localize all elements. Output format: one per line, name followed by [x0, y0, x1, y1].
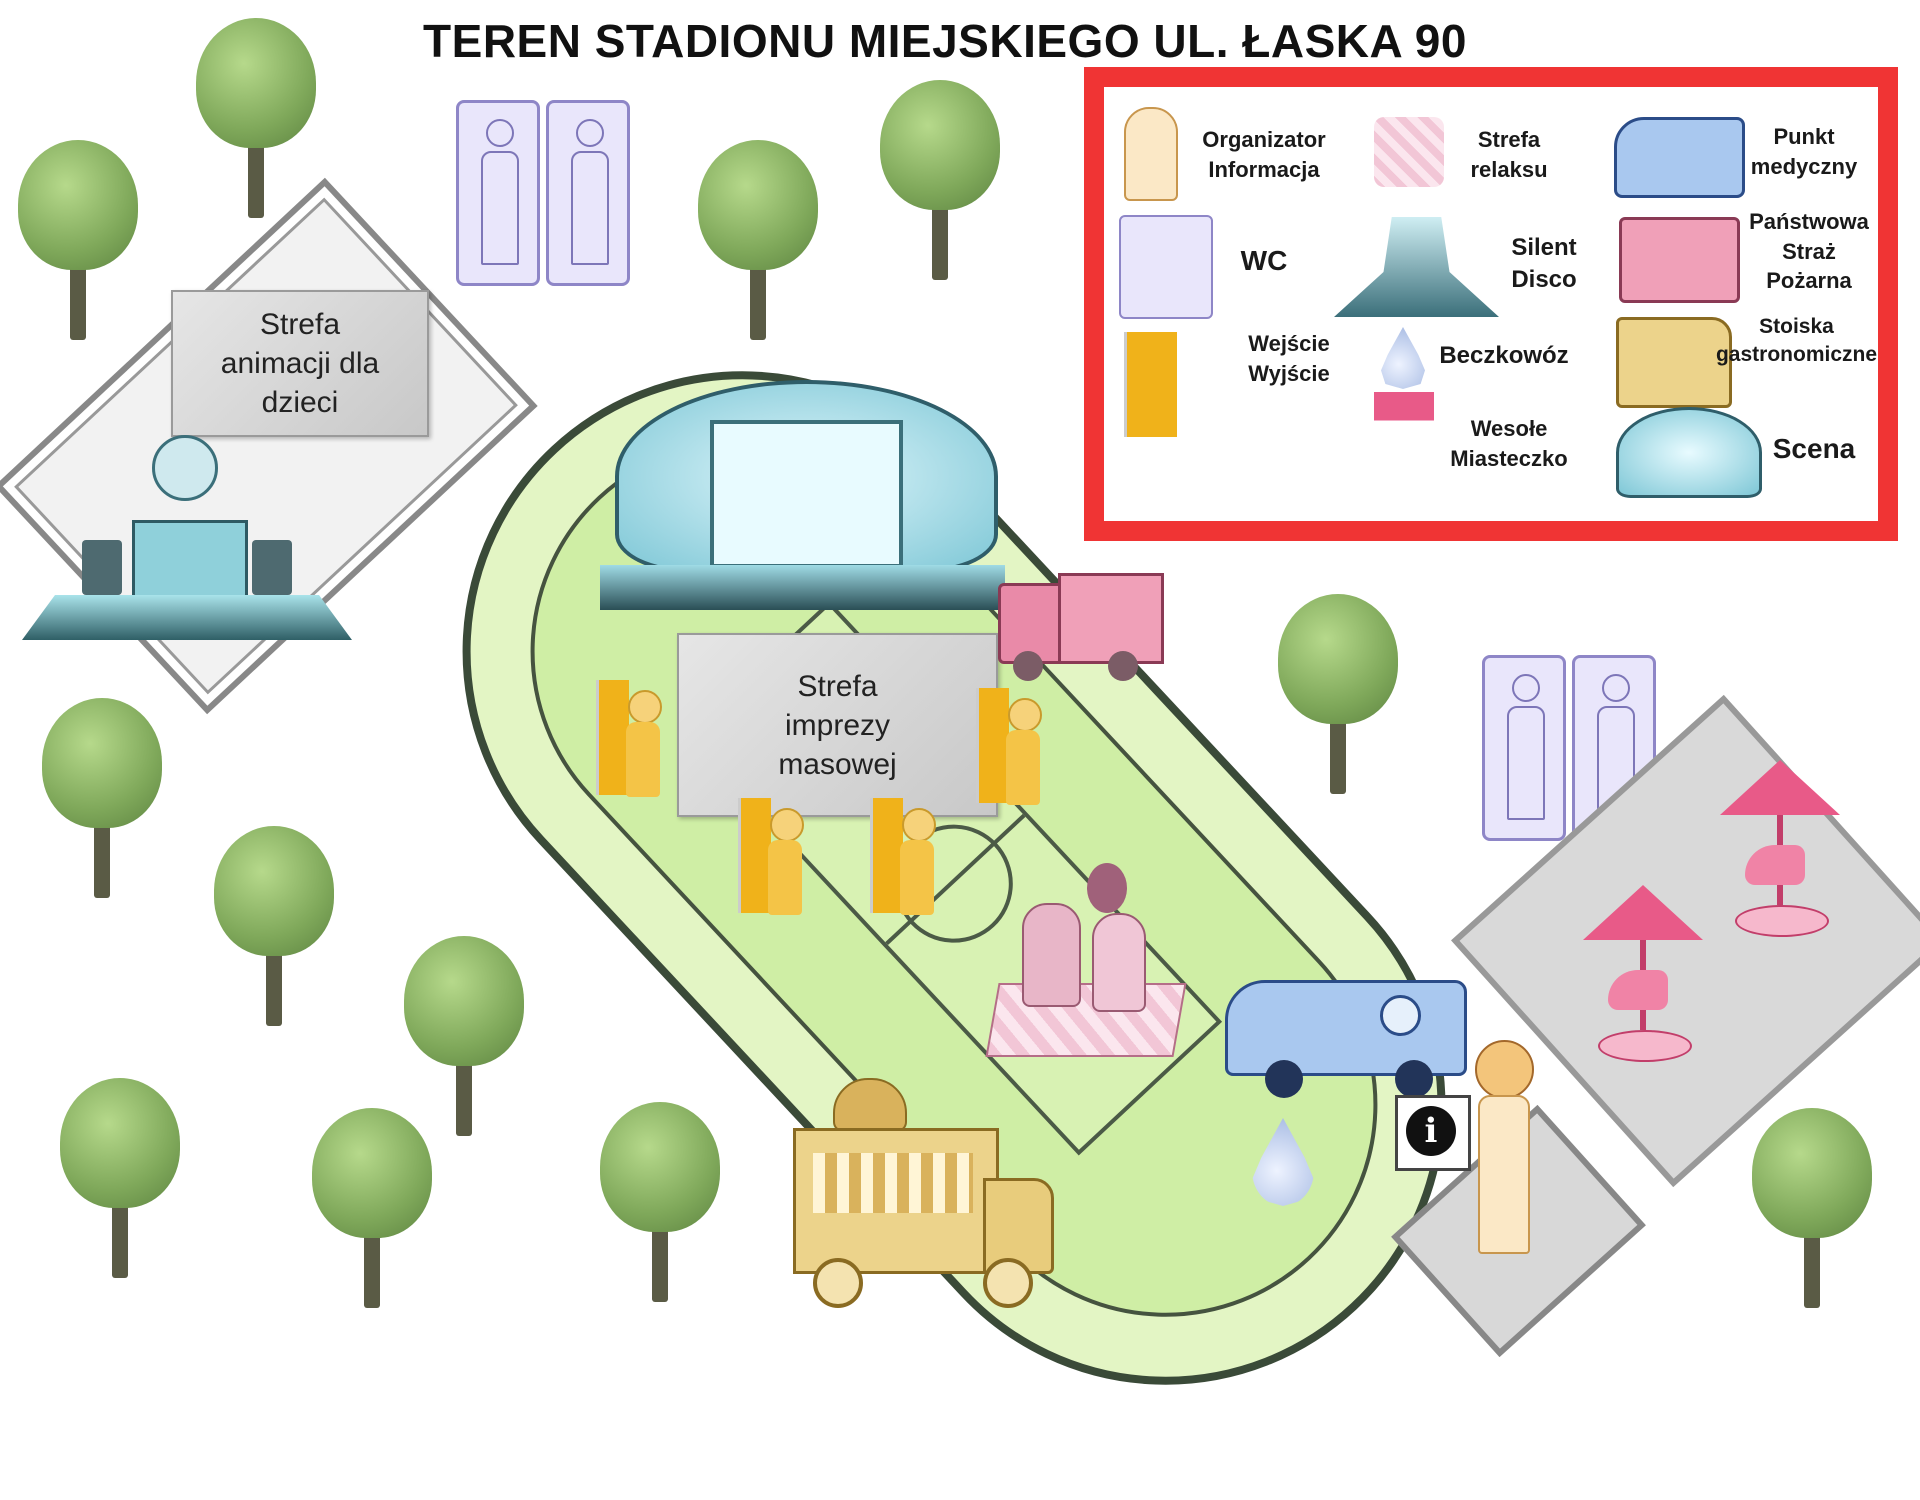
dj-icon: [1334, 217, 1499, 317]
info-girl-icon: [1124, 107, 1178, 201]
water-drop-icon: [1381, 327, 1425, 389]
legend-medical-label: Punkt medyczny: [1750, 124, 1858, 179]
organizer-girl-icon: [1475, 1040, 1534, 1099]
wc-male-icon: [1482, 655, 1566, 841]
legend-water-label: Beczkowóz: [1439, 342, 1569, 369]
tree-icon: [312, 1108, 432, 1308]
entrance-exit-door[interactable]: [588, 680, 678, 805]
legend-relax-label: Strefa relaksu: [1470, 127, 1548, 182]
ambulance[interactable]: [1225, 950, 1467, 1102]
picnic-icon: [1374, 117, 1444, 187]
kids-zone-label: Strefa animacji dla dzieci: [171, 290, 429, 437]
legend-organizer-label: Organizator Informacja: [1202, 127, 1326, 182]
fire-truck[interactable]: [998, 563, 1164, 685]
tree-icon: [698, 140, 818, 340]
burger-icon: [833, 1078, 907, 1132]
carousel-icon: [1374, 392, 1434, 487]
speaker-icon: [252, 540, 292, 595]
stage-icon: [1616, 407, 1762, 498]
legend-fair-label: Wesołe Miasteczko: [1450, 416, 1568, 471]
relax-zone-picnic[interactable]: [985, 863, 1187, 1059]
person-icon: [1092, 913, 1146, 1012]
fire-truck-icon: [1619, 217, 1740, 303]
tree-icon: [42, 698, 162, 898]
map-legend: Organizator Informacja Strefa relaksu Pu…: [1084, 67, 1898, 541]
carousel[interactable]: [1720, 760, 1840, 937]
legend-stage-label: Scena: [1772, 433, 1856, 464]
entrance-exit-door[interactable]: [862, 798, 952, 923]
wc-top[interactable]: [456, 100, 630, 286]
tree-icon: [1278, 594, 1398, 794]
tree-icon: [196, 18, 316, 218]
tree-icon: [214, 826, 334, 1026]
tree-icon: [404, 936, 524, 1136]
legend-food-label: Stoiska gastronomiczne: [1715, 315, 1878, 367]
tree-icon: [600, 1102, 720, 1302]
legend-fire-brigade-label: Państwowa Straż Pożarna: [1749, 209, 1869, 294]
silent-disco-dj[interactable]: [12, 430, 357, 645]
stage-screen-icon: [710, 420, 903, 568]
door-icon: [1124, 332, 1177, 437]
tree-icon: [1752, 1108, 1872, 1308]
organizer-info-point[interactable]: i: [1395, 1040, 1555, 1255]
carousel[interactable]: [1583, 885, 1703, 1062]
legend-wc-label: WC: [1240, 245, 1288, 276]
dj-platform-icon: [22, 595, 352, 640]
organizer-body-icon: [1478, 1095, 1530, 1254]
legend-silent-disco-label: Silent Disco: [1511, 234, 1577, 294]
tree-icon: [60, 1078, 180, 1278]
food-truck[interactable]: [783, 1078, 1054, 1308]
info-icon: i: [1406, 1106, 1456, 1156]
balloon-icon: [1087, 863, 1127, 913]
entrance-exit-door[interactable]: [968, 688, 1058, 813]
ambulance-icon: [1614, 117, 1745, 198]
picnic-blanket-icon: [985, 983, 1187, 1057]
food-truck-icon: [1616, 317, 1732, 408]
main-stage[interactable]: [600, 380, 1005, 615]
wc-icon: [1119, 215, 1213, 319]
stage-steps-icon: [600, 565, 1005, 610]
dj-head-icon: [152, 435, 218, 501]
tree-icon: [18, 140, 138, 340]
info-sign: i: [1395, 1095, 1471, 1171]
wc-right[interactable]: [1482, 655, 1656, 841]
entrance-exit-door[interactable]: [730, 798, 820, 923]
speaker-icon: [82, 540, 122, 595]
tree-icon: [880, 80, 1000, 280]
wc-male-icon: [456, 100, 540, 286]
mass-event-zone-label: Strefa imprezy masowej: [677, 633, 998, 817]
dj-booth-icon: [132, 520, 248, 601]
wc-female-icon: [546, 100, 630, 286]
legend-entrance-label: Wejście Wyjście: [1248, 331, 1330, 386]
person-icon: [1022, 903, 1081, 1007]
map-title: TEREN STADIONU MIEJSKIEGO UL. ŁASKA 90: [423, 15, 1467, 67]
